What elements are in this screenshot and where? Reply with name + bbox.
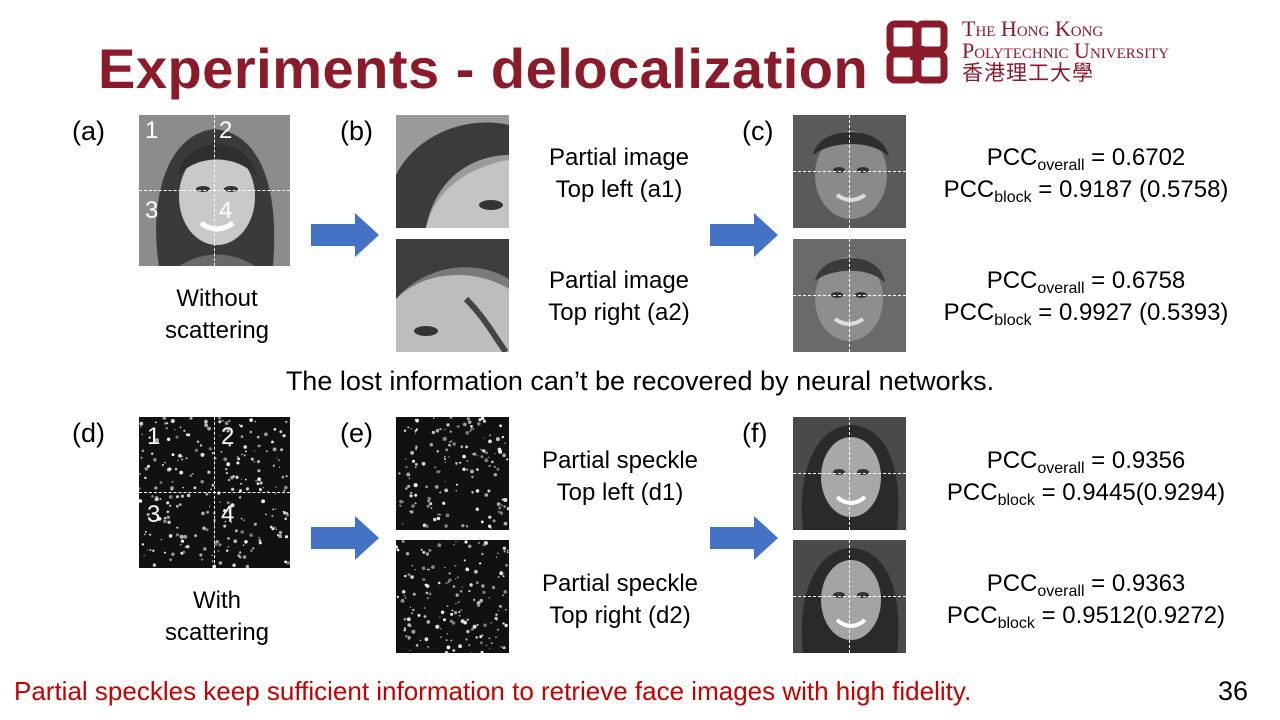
quadrant-label-4: 4 (219, 197, 233, 224)
quadrant-label-3: 3 (145, 197, 159, 224)
partial-speckle-top-right (396, 540, 509, 653)
university-name-chinese: 香港理工大學 (962, 61, 1094, 85)
quadrant-label-1: 1 (145, 117, 159, 144)
reconstruction-top-right-with-scattering (793, 540, 906, 653)
reconstruction-top-left-without-scattering (793, 115, 906, 228)
panel-label-d: (d) (72, 418, 105, 448)
pcc-f1: PCCoverall = 0.9356 PCCblock = 0.9445(0.… (946, 447, 1226, 509)
arrow-right-icon (311, 213, 379, 257)
caption-without-scattering: Without scattering (164, 285, 270, 344)
quadrant-label-2: 2 (219, 117, 233, 144)
conclusion-note: Partial speckles keep sufficient informa… (14, 676, 972, 706)
quadrant-label-2: 2 (221, 423, 235, 450)
quadrant-label-4: 4 (221, 501, 235, 528)
polyu-emblem-icon (886, 20, 948, 84)
reconstruction-top-right-without-scattering (793, 239, 906, 352)
arrow-right-icon (710, 213, 778, 257)
panel-label-c: (c) (742, 116, 774, 146)
slide-title: Experiments - delocalization (98, 37, 869, 100)
quadrant-label-1: 1 (147, 423, 161, 450)
speckle-image-with-scattering: 1 2 3 4 (139, 417, 290, 568)
page-number: 36 (1218, 676, 1249, 706)
caption-with-scattering: With scattering (164, 587, 270, 646)
pcc-c1: PCCoverall = 0.6702 PCCblock = 0.9187 (0… (943, 144, 1229, 206)
panel-label-b: (b) (340, 116, 373, 146)
university-name-line2: Polytechnic University (962, 38, 1170, 63)
pcc-f2: PCCoverall = 0.9363 PCCblock = 0.9512(0.… (946, 570, 1226, 632)
panel-label-f: (f) (742, 418, 768, 448)
arrow-right-icon (311, 516, 379, 560)
partial-image-top-left (396, 115, 509, 228)
arrow-right-icon (710, 516, 778, 560)
caption-partial-image-top-left: Partial image Top left (a1) (548, 144, 690, 203)
quadrant-label-3: 3 (147, 501, 161, 528)
caption-partial-image-top-right: Partial image Top right (a2) (548, 267, 690, 326)
partial-image-top-right (396, 239, 509, 352)
university-name-line1: The Hong Kong (962, 16, 1104, 41)
reconstruction-top-left-with-scattering (793, 417, 906, 530)
university-logo: The Hong Kong Polytechnic University 香港理… (880, 16, 1272, 90)
pcc-c2: PCCoverall = 0.6758 PCCblock = 0.9927 (0… (943, 267, 1229, 329)
face-image-without-scattering: 1 2 3 4 (139, 115, 290, 266)
caption-partial-speckle-top-right: Partial speckle Top right (d2) (541, 570, 699, 629)
panel-label-a: (a) (72, 116, 105, 146)
caption-partial-speckle-top-left: Partial speckle Top left (d1) (541, 447, 699, 506)
middle-note: The lost information can’t be recovered … (285, 366, 995, 396)
partial-speckle-top-left (396, 417, 509, 530)
panel-label-e: (e) (340, 418, 373, 448)
